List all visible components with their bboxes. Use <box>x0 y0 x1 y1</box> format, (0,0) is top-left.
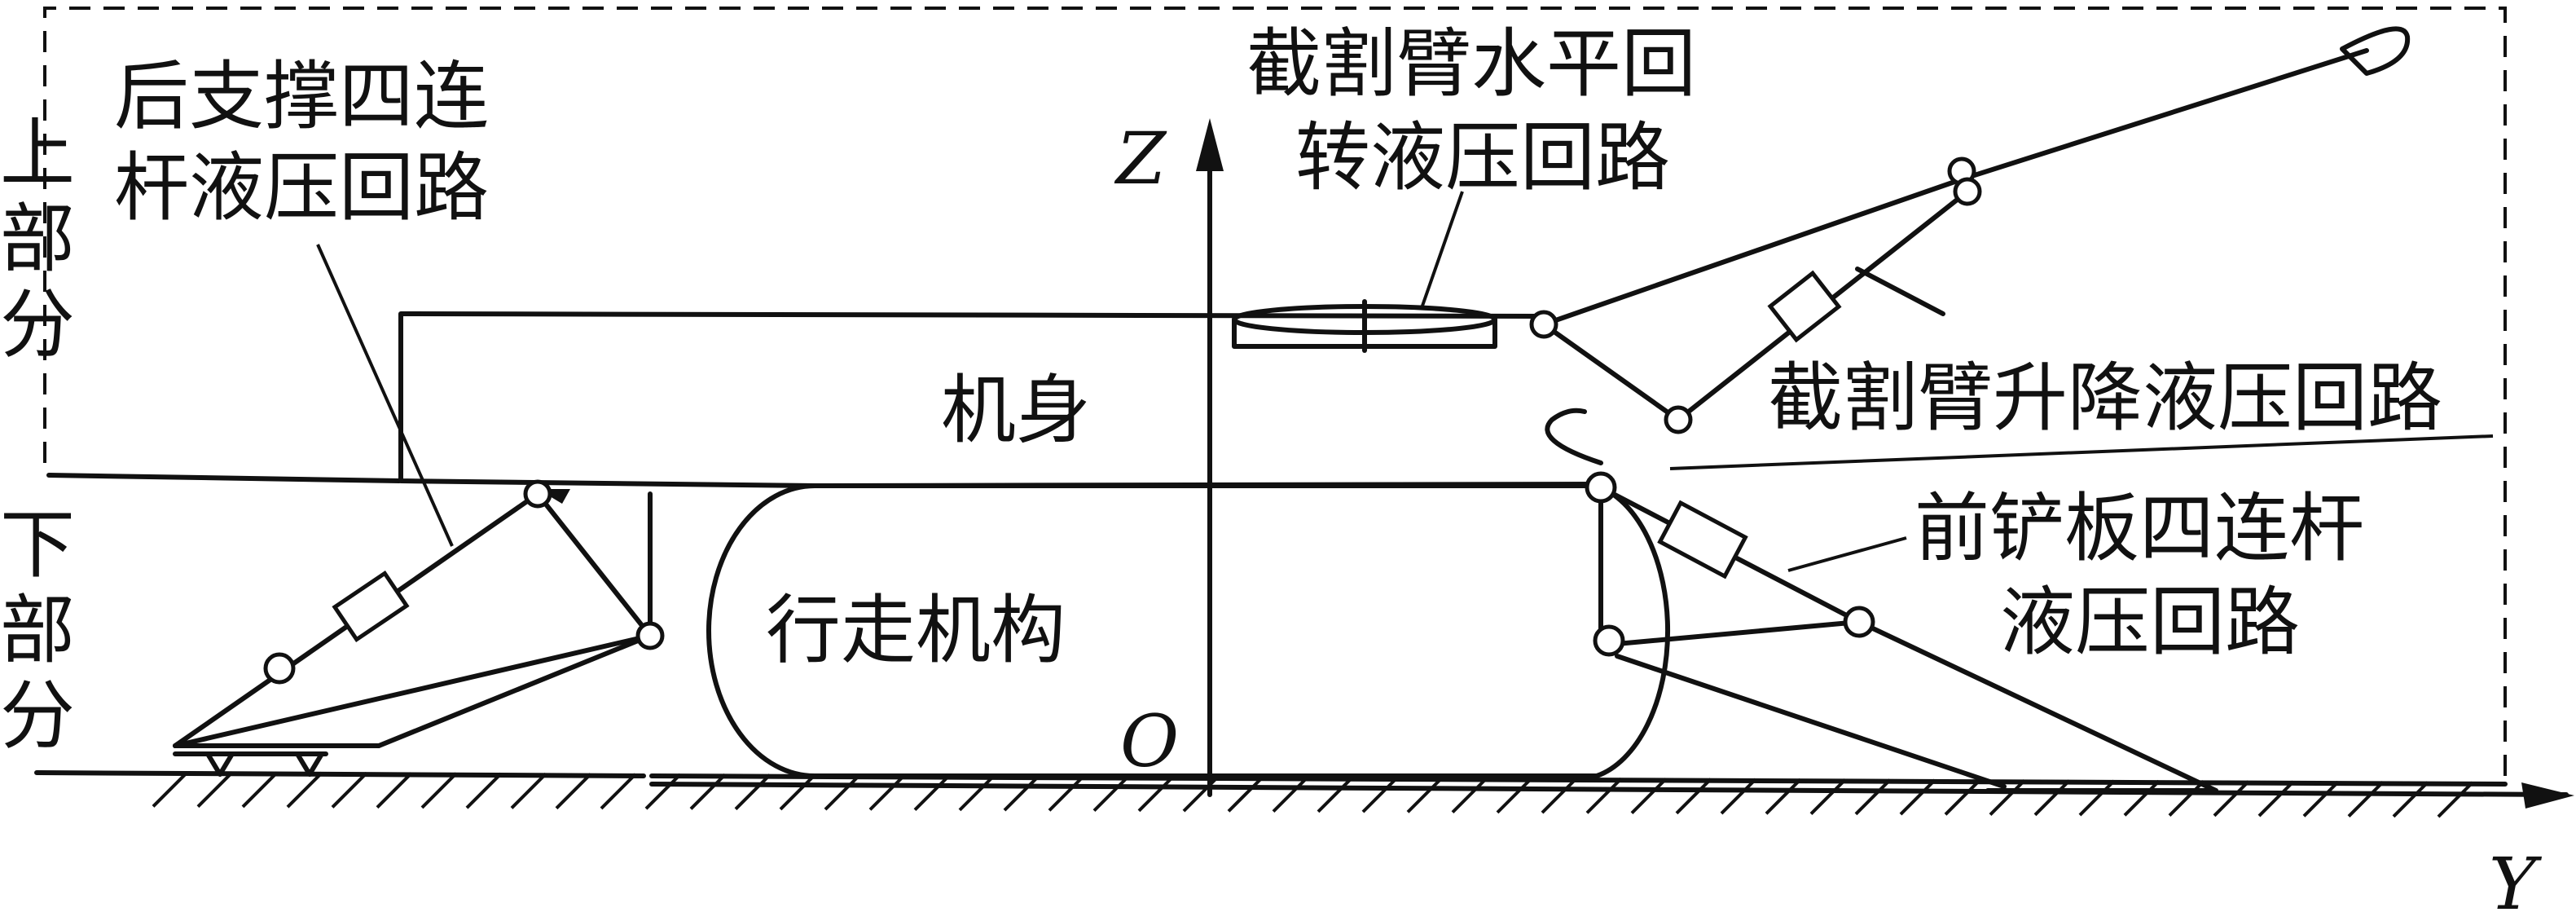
cutting-arm <box>1529 26 2411 434</box>
ground-hatch-mark <box>1765 778 1802 815</box>
ground-hatch-mark <box>465 772 503 809</box>
ground-hatch-mark <box>331 772 368 809</box>
ground-hatch-mark <box>376 772 413 809</box>
ground-hatch-mark <box>779 773 816 811</box>
ground-hatch-mark <box>1182 775 1220 813</box>
label-lower-part-3: 分 <box>0 672 75 760</box>
label-upper-part-2: 部 <box>0 196 75 283</box>
z-axis-arrow <box>1196 118 1224 171</box>
label-travel: 行走机构 <box>766 587 1066 674</box>
ground-hatch-mark <box>1720 778 1757 815</box>
label-rear-support-line1: 后支撑四连 <box>114 53 489 140</box>
label-front-shovel-line2: 液压回路 <box>2000 579 2300 666</box>
ground-hatch-mark <box>1809 778 1847 816</box>
label-rear-support-line2: 杆液压回路 <box>114 144 489 231</box>
ground-hatch-mark <box>1854 778 1892 816</box>
axis-label-origin: O <box>1120 699 1179 783</box>
label-lower-part-2: 部 <box>0 587 75 674</box>
axis-label-z: Z <box>1114 117 1167 201</box>
ground-hatch-mark <box>1989 779 2026 816</box>
front-shovel-linkage <box>1545 408 2218 793</box>
ground-hatch-mark <box>1630 778 1668 815</box>
ground-hatch-mark <box>2123 779 2161 817</box>
ground-hatch-mark <box>1272 776 1309 813</box>
ground-hatch-mark <box>734 773 771 811</box>
y-axis <box>649 782 2569 797</box>
ground-hatch-mark <box>1092 775 1130 813</box>
label-lower-part-1: 下 <box>0 501 75 588</box>
label-upper-part-1: 上 <box>0 110 75 197</box>
ground-hatch-mark <box>1361 776 1399 813</box>
ground-hatch-mark <box>1899 778 1936 816</box>
ground-hatch-mark <box>241 771 279 809</box>
ground-hatch-mark <box>824 773 861 811</box>
rear-support-linkage <box>173 479 665 777</box>
ground-hatch-mark <box>644 773 682 810</box>
ground-hatch-mark <box>196 771 234 809</box>
ground-hatch-mark <box>913 774 951 812</box>
ground-hatch-mark <box>600 773 637 810</box>
leader-lines <box>316 191 2494 572</box>
label-cutting-horizontal-line2: 转液压回路 <box>1295 114 1670 201</box>
label-cutting-lift: 截割臂升降液压回路 <box>1768 355 2442 442</box>
ground-hatch-mark <box>420 772 458 809</box>
ground-hatch-mark <box>1585 777 1623 814</box>
ground-hatch-mark <box>510 773 547 809</box>
ground-hatch-mark <box>2168 780 2205 817</box>
y-axis-arrow <box>2521 782 2574 809</box>
upper-part-dashed-frame <box>43 7 2507 782</box>
axis-label-y: Y <box>2489 842 2543 921</box>
ground-hatch-mark <box>1675 778 1712 815</box>
ground-hatch-mark <box>2213 780 2250 817</box>
label-body: 机身 <box>941 367 1091 454</box>
ground-hatch-mark <box>152 771 189 808</box>
track-mechanism <box>706 483 1671 778</box>
label-front-shovel-line1: 前铲板四连杆 <box>1914 485 2364 572</box>
ground-hatch-mark <box>1541 777 1578 814</box>
ground-hatch-mark <box>2392 781 2429 818</box>
ground-hatch-mark <box>2078 779 2116 817</box>
ground-hatch-mark <box>1227 775 1264 813</box>
upper-lower-divider <box>46 473 402 483</box>
ground-hatch-mark <box>1317 776 1354 813</box>
label-upper-part-3: 分 <box>0 281 75 368</box>
turntable <box>1232 299 1497 353</box>
label-cutting-horizontal-line1: 截割臂水平回 <box>1246 20 1696 108</box>
ground-hatch-mark <box>2437 781 2474 818</box>
ground-hatch-mark <box>286 771 323 809</box>
ground-hatch-mark <box>555 773 592 810</box>
ground-hatch-mark <box>1048 774 1085 812</box>
ground-hatch-mark <box>1451 777 1488 814</box>
ground-hatch-mark <box>689 773 727 810</box>
ground-hatch-mark <box>2347 781 2385 817</box>
ground-hatch-mark <box>1944 778 1981 816</box>
ground-hatch-mark <box>868 773 906 811</box>
ground-hatch-mark <box>2033 779 2071 817</box>
ground-hatch-mark <box>1137 775 1175 813</box>
ground-hatch-mark <box>1406 776 1444 813</box>
ground-hatch-mark <box>1496 777 1533 814</box>
ground-hatch-mark <box>2302 780 2340 817</box>
ground-hatch-mark <box>2257 780 2295 817</box>
ground-hatch-mark <box>1003 774 1040 812</box>
ground-hatch-mark <box>958 774 996 812</box>
